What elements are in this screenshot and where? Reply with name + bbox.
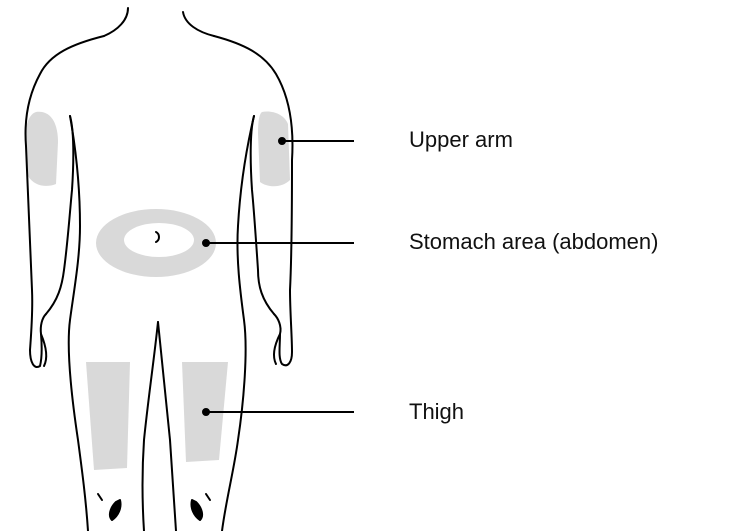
left-knee-mark: [98, 494, 102, 500]
navel: [156, 232, 159, 242]
right-knee-mark: [206, 494, 210, 500]
upper-arm-site-left: [26, 112, 58, 186]
neck-left: [104, 8, 128, 36]
left-leg-inner: [143, 322, 159, 531]
neck-right: [183, 12, 214, 36]
torso-right-side: [222, 116, 254, 531]
thigh-pointer-dot: [203, 409, 209, 415]
torso-left-side: [69, 116, 88, 531]
right-knee: [191, 500, 202, 520]
label-thigh: Thigh: [409, 401, 464, 423]
label-upper-arm: Upper arm: [409, 129, 513, 151]
upper-arm-site-right: [258, 112, 290, 187]
left-knee: [110, 500, 121, 520]
upper-arm-pointer-dot: [279, 138, 285, 144]
right-leg-inner: [158, 322, 176, 531]
thigh-site-left: [86, 362, 130, 470]
stomach-pointer-dot: [203, 240, 209, 246]
label-stomach-area: Stomach area (abdomen): [409, 231, 658, 253]
left-arm-outer: [26, 36, 104, 367]
